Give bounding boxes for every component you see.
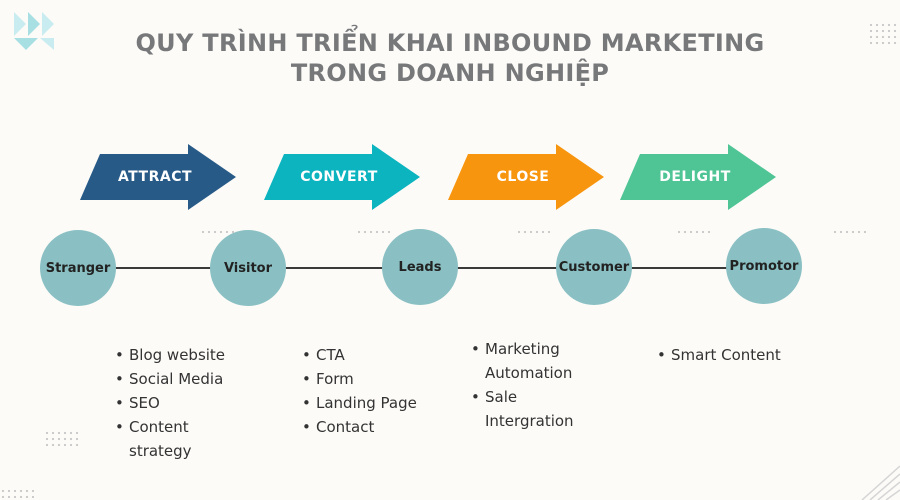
node-label: Customer bbox=[558, 259, 630, 275]
node-visitor: Visitor bbox=[210, 230, 286, 306]
list-item: Marketing Automation bbox=[471, 337, 585, 385]
node-promotor: Promotor bbox=[726, 228, 802, 304]
hatch-decoration bbox=[861, 465, 900, 500]
list-item: CTA bbox=[302, 343, 446, 367]
connector-line bbox=[626, 267, 738, 269]
stage-arrow-attract: ATTRACT bbox=[80, 144, 236, 210]
page-title: QUY TRÌNH TRIỂN KHAI INBOUND MARKETING T… bbox=[0, 28, 900, 88]
node-leads: Leads bbox=[382, 229, 458, 305]
corner-triangles-decoration bbox=[14, 12, 54, 50]
list-item: Content strategy bbox=[115, 415, 209, 463]
arrow-shape-icon bbox=[620, 144, 776, 210]
list-item: Smart Content bbox=[657, 343, 811, 367]
list-item: Form bbox=[302, 367, 446, 391]
task-list-convert: CTA Form Landing Page Contact bbox=[302, 343, 446, 439]
connector-line bbox=[282, 267, 392, 269]
stage-label-delight: DELIGHT bbox=[659, 169, 731, 185]
list-item: Social Media bbox=[115, 367, 249, 391]
list-item: SEO bbox=[115, 391, 249, 415]
arrow-shape-icon bbox=[264, 144, 420, 210]
list-item: Blog website bbox=[115, 343, 249, 367]
list-item: Contact bbox=[302, 415, 446, 439]
dots-decoration-bottom-left bbox=[44, 430, 82, 448]
list-item: Landing Page bbox=[302, 391, 446, 415]
task-list-delight: Smart Content bbox=[657, 343, 811, 367]
task-list-close: Marketing Automation Sale Intergration bbox=[471, 337, 595, 433]
connector-line bbox=[452, 267, 564, 269]
dots-decoration-5 bbox=[832, 229, 866, 237]
stage-arrow-convert: CONVERT bbox=[264, 144, 420, 210]
connector-line bbox=[112, 267, 222, 269]
list-item: Sale Intergration bbox=[471, 385, 585, 433]
title-line-2: TRONG DOANH NGHIỆP bbox=[290, 59, 610, 87]
node-label: Promotor bbox=[729, 258, 799, 274]
dots-decoration-3 bbox=[516, 229, 550, 237]
arrow-shape-icon bbox=[80, 144, 236, 210]
stage-label-close: CLOSE bbox=[496, 169, 550, 185]
arrow-shape-icon bbox=[448, 144, 604, 210]
title-line-1: QUY TRÌNH TRIỂN KHAI INBOUND MARKETING bbox=[135, 29, 765, 57]
stage-arrow-delight: DELIGHT bbox=[620, 144, 776, 210]
node-label: Leads bbox=[398, 259, 442, 275]
node-label: Visitor bbox=[223, 260, 273, 276]
dots-decoration-4 bbox=[676, 229, 710, 237]
node-stranger: Stranger bbox=[40, 230, 116, 306]
task-list-attract: Blog website Social Media SEO Content st… bbox=[115, 343, 249, 463]
stage-arrow-close: CLOSE bbox=[448, 144, 604, 210]
node-customer: Customer bbox=[556, 229, 632, 305]
dots-decoration-1 bbox=[200, 229, 234, 237]
dots-decoration-bottom-edge bbox=[0, 488, 34, 498]
stage-label-attract: ATTRACT bbox=[117, 169, 193, 185]
dots-decoration-2 bbox=[356, 229, 390, 237]
dots-decoration-top-right bbox=[868, 22, 900, 46]
node-label: Stranger bbox=[45, 260, 111, 276]
stage-label-convert: CONVERT bbox=[300, 169, 378, 185]
